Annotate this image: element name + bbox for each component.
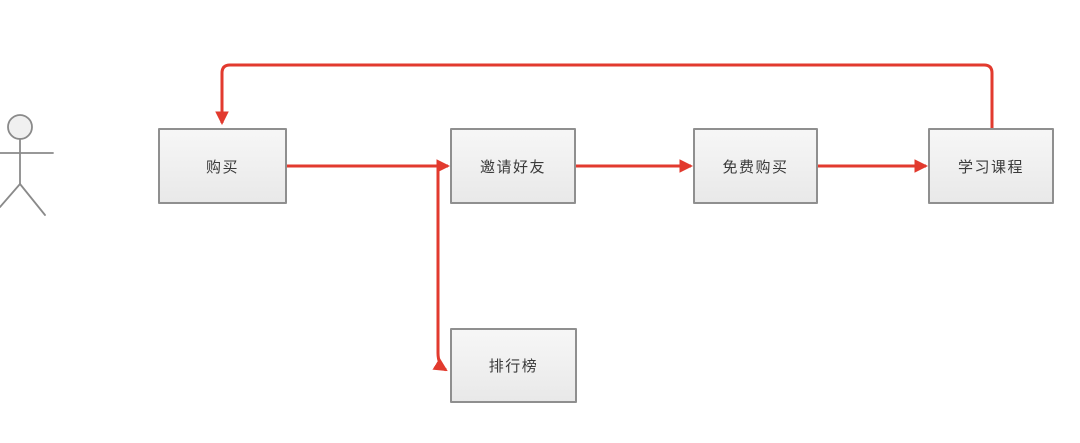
node-buy: 购买 [158,128,287,204]
actor-left-leg [0,183,21,208]
node-invite-friends-label: 邀请好友 [479,158,546,176]
node-leaderboard-label: 排行榜 [488,358,539,375]
actor-right-leg [19,183,46,216]
node-learn-course-label: 学习课程 [957,158,1024,176]
node-free-purchase: 免费购买 [693,128,818,204]
node-leaderboard: 排行榜 [450,328,577,403]
edge-learn-course-loop-to-buy [215,63,994,128]
edge-branch-to-leaderboard [432,166,448,372]
actor-head [7,114,33,140]
actor-stick-figure [0,114,54,216]
node-invite-friends: 邀请好友 [450,128,576,204]
node-buy-label: 购买 [205,158,239,176]
node-learn-course: 学习课程 [928,128,1054,204]
node-free-purchase-label: 免费购买 [722,158,789,176]
